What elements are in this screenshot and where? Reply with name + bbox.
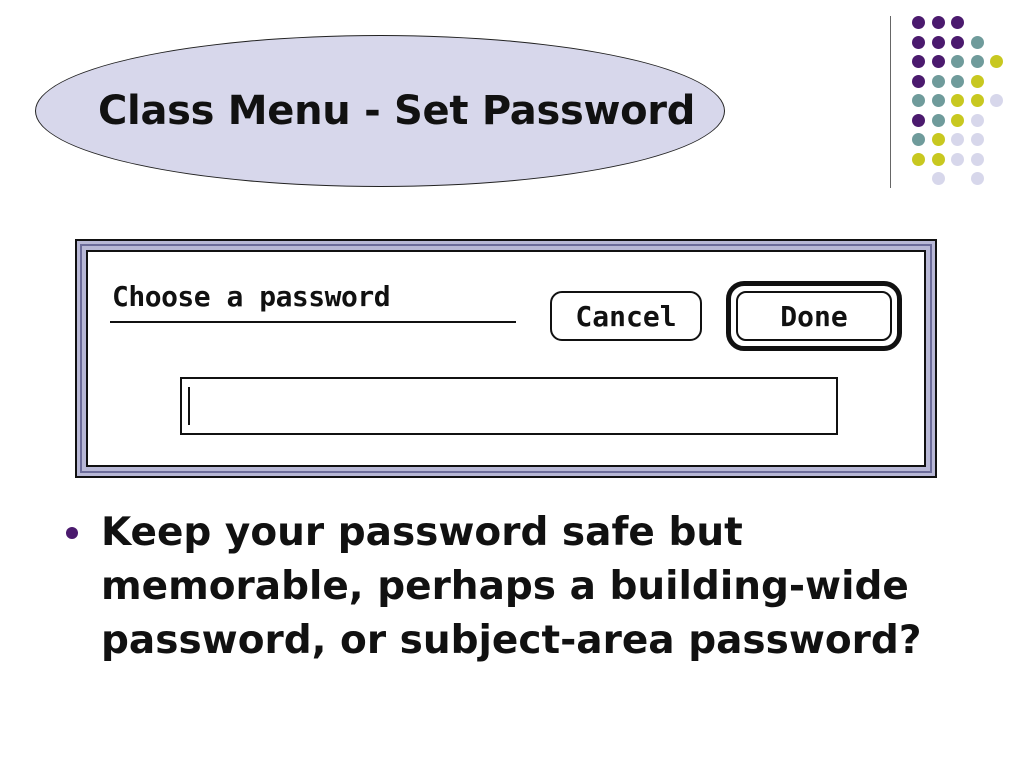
prompt-underline [110, 321, 516, 323]
decorative-dot [931, 172, 945, 185]
slide-title: Class Menu - Set Password [98, 88, 696, 134]
decorative-dot [912, 133, 925, 146]
default-button-ring [726, 281, 902, 351]
decorative-dot [951, 16, 964, 29]
decorative-dot [970, 55, 984, 68]
decorative-dot [990, 55, 1003, 68]
password-input[interactable] [180, 377, 838, 435]
decorative-dot [970, 172, 984, 185]
decorative-dot [931, 94, 945, 107]
decorative-dot [931, 113, 945, 127]
bullet-text: Keep your password safe but memorable, p… [101, 510, 922, 663]
decorative-dot [970, 113, 984, 127]
decorative-dot [931, 16, 945, 29]
decorative-dot [912, 113, 925, 127]
decorative-dot [931, 74, 945, 88]
password-dialog: Choose a password Cancel Done [75, 239, 937, 478]
done-button[interactable]: Done [736, 291, 892, 341]
decorative-dot [951, 133, 964, 146]
divider-line [890, 16, 891, 188]
decorative-dot [951, 113, 964, 127]
decorative-dot [951, 35, 964, 49]
decorative-dot [912, 55, 925, 68]
decorative-dot [931, 35, 945, 49]
decorative-dot [912, 35, 925, 49]
decorative-dot [912, 94, 925, 107]
decorative-dot [970, 133, 984, 146]
decorative-dot [970, 94, 984, 107]
decorative-dot [931, 133, 945, 146]
cancel-button[interactable]: Cancel [550, 291, 702, 341]
text-caret [188, 387, 190, 425]
decorative-dot [951, 55, 964, 68]
decorative-dot [931, 55, 945, 68]
decorative-dot [970, 152, 984, 166]
decorative-dot [912, 152, 925, 166]
decorative-dot [951, 152, 964, 166]
decorative-dot [912, 16, 925, 29]
decorative-dot [951, 74, 964, 88]
decorative-dot [970, 74, 984, 88]
title-ellipse [35, 35, 725, 187]
decorative-dot [912, 74, 925, 88]
prompt-label: Choose a password [112, 280, 391, 313]
decorative-dot [951, 94, 964, 107]
decorative-dot [970, 35, 984, 49]
dialog-body: Choose a password Cancel Done [86, 250, 926, 467]
decorative-dot [990, 94, 1003, 107]
decorative-dot [931, 152, 945, 166]
bullet-dot [66, 527, 78, 539]
